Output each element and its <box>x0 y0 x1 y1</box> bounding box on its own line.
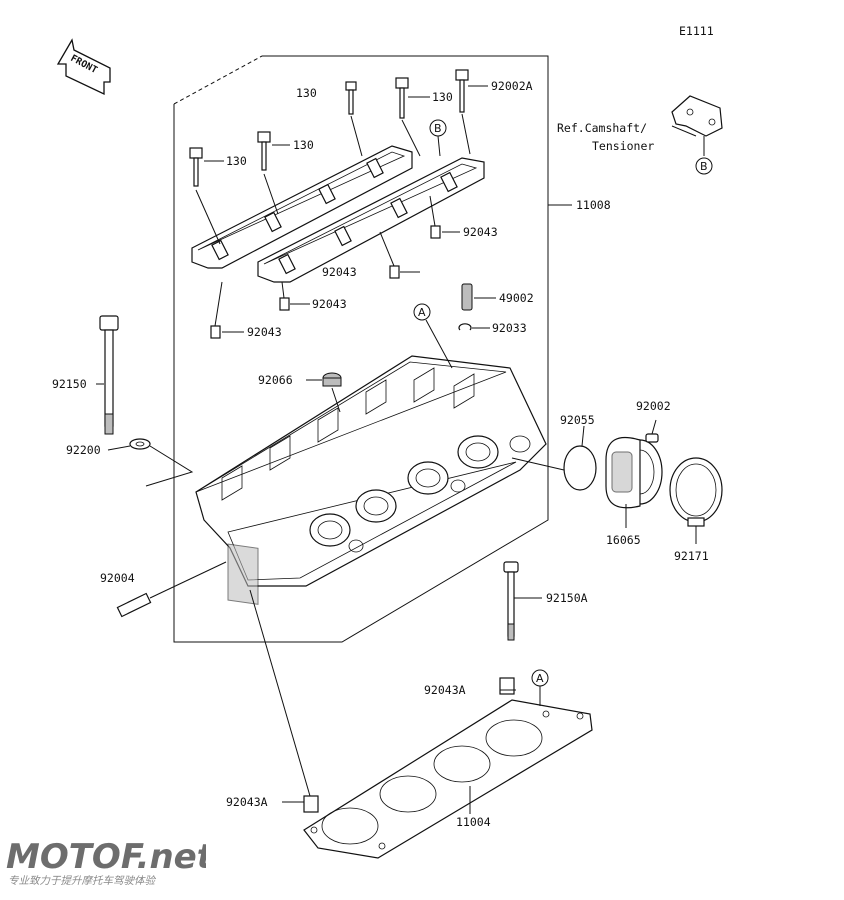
label-92150A: 92150A <box>546 591 588 605</box>
ref-note-line1: Ref.Camshaft/ <box>557 121 647 135</box>
ref-note-line2: Tensioner <box>592 139 654 153</box>
throttle-holder-16065 <box>605 436 663 528</box>
dowel-pin-92043A-upper <box>499 677 515 695</box>
label-11004: 11004 <box>456 815 491 829</box>
plug-92066 <box>322 372 342 413</box>
svg-text:A: A <box>418 306 426 319</box>
cylinder-head-gasket-11004 <box>303 686 593 859</box>
label-130-d: 130 <box>432 90 453 104</box>
part-labels: 130 130 130 130 92002A 11008 92043 92043… <box>52 79 709 829</box>
bolt-92002A <box>455 69 471 155</box>
label-130-c: 130 <box>296 86 317 100</box>
callout-b-top: B <box>429 119 447 157</box>
label-92043A-upper: 92043A <box>424 683 466 697</box>
label-92004: 92004 <box>100 571 135 585</box>
watermark-brand: MOTOF.net <box>6 838 206 877</box>
label-92043-c: 92043 <box>312 297 347 311</box>
o-ring-92055 <box>511 445 597 491</box>
label-92043-b: 92043 <box>322 265 357 279</box>
svg-text:B: B <box>700 160 708 173</box>
label-92200: 92200 <box>66 443 101 457</box>
leader-lines <box>96 85 585 803</box>
stud-92004 <box>116 561 227 618</box>
bolt-130-c <box>345 81 363 157</box>
camshaft-cap-rear <box>191 145 413 269</box>
label-16065: 16065 <box>606 533 641 547</box>
label-49002: 49002 <box>499 291 534 305</box>
label-92033: 92033 <box>492 321 527 335</box>
cylinder-head <box>195 355 547 605</box>
camshaft-cap-front <box>257 157 485 283</box>
label-92043-a: 92043 <box>463 225 498 239</box>
label-92002A: 92002A <box>491 79 533 93</box>
clip-92033 <box>458 323 472 331</box>
head-bolt-92150A <box>503 561 542 641</box>
svg-text:B: B <box>434 122 442 135</box>
label-92066: 92066 <box>258 373 293 387</box>
label-92043-d: 92043 <box>247 325 282 339</box>
label-130-b: 130 <box>293 138 314 152</box>
label-11008: 11008 <box>576 198 611 212</box>
label-92002: 92002 <box>636 399 671 413</box>
bolt-130-d <box>395 77 421 157</box>
head-bolt-92150 <box>99 315 119 435</box>
watermark-tagline: 专业致力于提升摩托车驾驶体验 <box>8 875 156 887</box>
label-92055: 92055 <box>560 413 595 427</box>
valve-lifter-49002 <box>461 283 473 311</box>
dowel-pin-92043A-lower <box>249 589 319 813</box>
assembly-outline <box>173 55 572 643</box>
front-arrow-icon: FRONT <box>56 38 111 96</box>
callout-a-head: A <box>413 303 453 369</box>
label-92150: 92150 <box>52 377 87 391</box>
svg-text:A: A <box>536 672 544 685</box>
dowel-pin-92043-a <box>429 195 441 239</box>
washer-92200 <box>129 438 194 487</box>
dowel-pin-92043-b <box>379 231 400 279</box>
dowel-pin-92043-d <box>210 281 223 339</box>
bolt-92002 <box>645 419 659 443</box>
label-130-a: 130 <box>226 154 247 168</box>
motof-watermark-logo: MOTOF.net 专业致力于提升摩托车驾驶体验 <box>6 838 206 887</box>
camshaft-tensioner-ref-icon <box>671 95 723 156</box>
bolt-130-b <box>257 131 279 215</box>
callout-a-gasket: A <box>531 669 549 687</box>
label-92043A-lower: 92043A <box>226 795 268 809</box>
dowel-pin-92043-c <box>279 281 290 311</box>
clamp-92171 <box>669 457 723 544</box>
diagram-code: E1111 <box>679 24 714 38</box>
callout-b-right: B <box>695 157 713 175</box>
bolt-130-a <box>189 147 221 245</box>
label-92171: 92171 <box>674 549 709 563</box>
